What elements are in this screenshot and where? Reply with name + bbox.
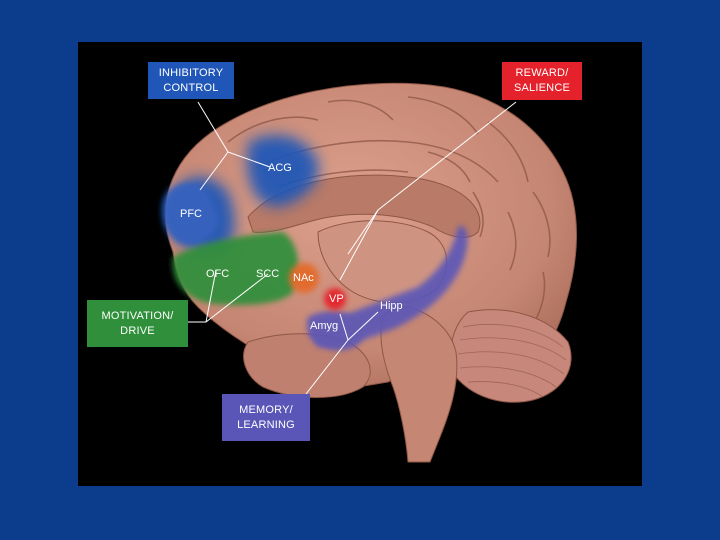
acg-label: ACG — [268, 162, 292, 174]
pfc-label: PFC — [180, 208, 202, 220]
vp-label: VP — [329, 293, 344, 305]
scc-label: SCC — [256, 268, 279, 280]
diagram-panel: INHIBITORY CONTROL REWARD/ SALIENCE MOTI… — [78, 42, 642, 486]
inhibitory-control-box: INHIBITORY CONTROL — [148, 62, 234, 99]
brainstem — [381, 307, 457, 462]
motivation-drive-box: MOTIVATION/ DRIVE — [87, 300, 188, 347]
nac-label: NAc — [293, 272, 314, 284]
ofc-label: OFC — [206, 268, 229, 280]
amyg-label: Amyg — [310, 320, 338, 332]
memory-learning-box: MEMORY/ LEARNING — [222, 394, 310, 441]
reward-salience-box: REWARD/ SALIENCE — [502, 62, 582, 100]
hipp-label: Hipp — [380, 300, 403, 312]
brain-illustration — [78, 42, 642, 486]
